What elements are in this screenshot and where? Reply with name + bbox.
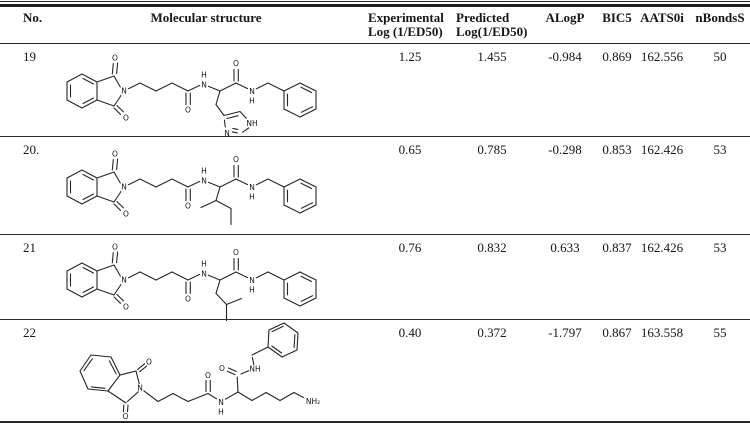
svg-text:O: O — [233, 155, 239, 164]
table-top-rule-gap — [0, 2, 750, 4]
svg-text:O: O — [146, 358, 152, 367]
svg-text:H: H — [249, 97, 255, 106]
svg-text:O: O — [123, 303, 129, 312]
alogp-value: -0.298 — [548, 142, 582, 157]
aats0i-value: 162.426 — [640, 240, 684, 255]
svg-text:O: O — [205, 371, 211, 380]
column-header-predicted-line1: Predicted — [456, 10, 510, 25]
column-header-predicted: Predicted Log(1/ED50) — [454, 11, 530, 43]
svg-text:O: O — [185, 106, 191, 115]
aats0i-value: 162.426 — [640, 142, 684, 157]
svg-text:N: N — [218, 398, 224, 407]
experimental-value: 0.76 — [398, 240, 422, 255]
svg-text:H: H — [249, 193, 255, 202]
table-header-row: No. Molecular structure Experimental Log… — [0, 7, 750, 44]
svg-text:O: O — [123, 210, 129, 219]
experimental-value: 0.65 — [398, 142, 422, 157]
svg-text:N: N — [137, 384, 143, 393]
experimental-value: 0.40 — [398, 325, 422, 340]
aats0i-value: 162.556 — [640, 49, 684, 64]
svg-text:NH₂: NH₂ — [306, 397, 320, 406]
svg-text:H: H — [201, 71, 207, 80]
table-top-rule-thick — [0, 4, 750, 7]
svg-text:O: O — [233, 59, 239, 68]
svg-text:O: O — [112, 243, 118, 252]
alogp-value: -0.984 — [548, 49, 582, 64]
svg-text:O: O — [185, 202, 191, 211]
svg-text:O: O — [219, 364, 225, 373]
svg-text:O: O — [123, 412, 129, 421]
table-top-rule-thin — [0, 1, 750, 2]
svg-text:H: H — [218, 408, 224, 417]
alogp-value: -1.797 — [548, 325, 582, 340]
column-header-no: No. — [23, 10, 43, 25]
svg-text:N: N — [201, 81, 207, 90]
svg-text:H: H — [201, 167, 207, 176]
column-header-alogp: ALogP — [545, 10, 585, 25]
svg-text:H: H — [201, 260, 207, 269]
svg-text:N: N — [201, 270, 207, 279]
svg-text:O: O — [233, 248, 239, 257]
svg-text:N: N — [249, 183, 255, 192]
alogp-value: 0.633 — [550, 240, 580, 255]
svg-text:N: N — [121, 276, 127, 285]
column-header-experimental: Experimental Log (1/ED50) — [366, 11, 454, 43]
column-header-predicted-line2: Log(1/ED50) — [456, 24, 528, 39]
bic5-value: 0.867 — [602, 325, 632, 340]
nbondss-value: 55 — [713, 325, 727, 340]
column-header-molecular-structure: Molecular structure — [150, 10, 262, 25]
nbondss-value: 50 — [713, 49, 727, 64]
svg-text:N: N — [249, 87, 255, 96]
compound-number: 19 — [23, 49, 36, 64]
svg-text:O: O — [112, 54, 118, 63]
svg-text:H: H — [249, 286, 255, 295]
table-row-compound-20: 20. 0.65 0.785 -0.298 0.853 162.426 53 O… — [0, 137, 750, 235]
predicted-value: 1.455 — [477, 49, 507, 64]
predicted-value: 0.832 — [477, 240, 507, 255]
predicted-value: 0.372 — [477, 325, 507, 340]
predicted-value: 0.785 — [477, 142, 507, 157]
nbondss-value: 53 — [713, 240, 727, 255]
svg-text:NH: NH — [249, 365, 260, 374]
svg-text:N: N — [249, 276, 255, 285]
column-header-bic5: BIC5 — [602, 10, 632, 25]
table-row-compound-19: 19 1.25 1.455 -0.984 0.869 162.556 50 O O… — [0, 44, 750, 138]
experimental-value: 1.25 — [398, 49, 422, 64]
compound-number: 20. — [23, 142, 40, 157]
svg-text:N: N — [121, 183, 127, 192]
table-row-compound-21: 21 0.76 0.832 0.633 0.837 162.426 53 O O N… — [0, 235, 750, 322]
compound-number: 21 — [23, 240, 36, 255]
svg-text:N: N — [121, 87, 127, 96]
nbondss-value: 53 — [713, 142, 727, 157]
svg-text:O: O — [185, 295, 191, 304]
svg-text:O: O — [123, 114, 129, 123]
bic5-value: 0.837 — [602, 240, 632, 255]
column-header-experimental-line1: Experimental — [368, 10, 444, 25]
column-header-experimental-line2: Log (1/ED50) — [368, 24, 443, 39]
svg-text:N: N — [224, 129, 230, 138]
svg-text:O: O — [112, 150, 118, 159]
bic5-value: 0.869 — [602, 49, 632, 64]
column-header-aats0i: AATS0i — [640, 10, 684, 25]
compound-number: 22 — [23, 325, 36, 340]
column-header-nbondss: nBondsS — [695, 10, 745, 25]
aats0i-value: 163.558 — [640, 325, 684, 340]
svg-text:NH: NH — [246, 119, 257, 128]
svg-text:N: N — [201, 177, 207, 186]
bic5-value: 0.853 — [602, 142, 632, 157]
